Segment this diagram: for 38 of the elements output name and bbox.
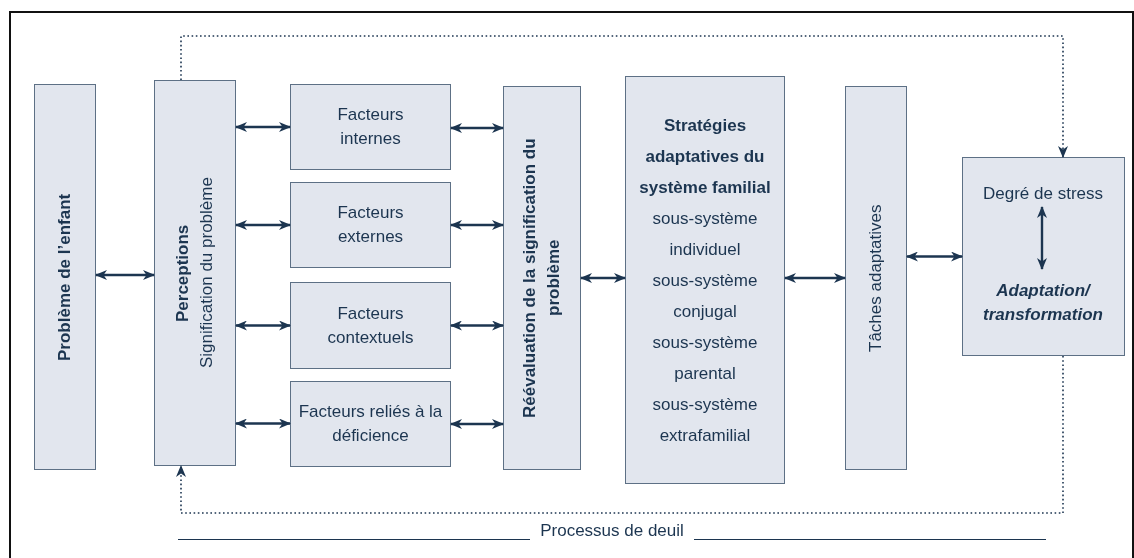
box-text: Problème de l’enfant xyxy=(54,193,75,361)
box-text: Réévaluation de la signification du problème xyxy=(519,137,564,420)
box-text: sous-système extrafamilial xyxy=(651,393,759,447)
double-arrow xyxy=(450,419,504,429)
box-text: Signification du problème xyxy=(196,177,217,369)
process-box xyxy=(845,86,907,470)
box-text: Adaptation/ transformation xyxy=(982,280,1104,326)
double-arrow xyxy=(784,273,846,283)
double-arrow xyxy=(450,123,504,133)
process-box xyxy=(625,76,785,484)
double-arrow xyxy=(1037,206,1047,270)
box-text: Facteurs internes xyxy=(336,104,405,150)
box-text: Facteurs reliés à la déficience xyxy=(297,401,444,447)
double-arrow xyxy=(235,418,291,429)
box-text: Facteurs contextuels xyxy=(326,302,415,349)
double-arrow xyxy=(450,220,504,230)
double-arrow xyxy=(906,251,963,262)
heading-text: Perceptions xyxy=(172,224,193,322)
double-arrow xyxy=(580,273,626,283)
dotted-arrow xyxy=(176,355,1064,514)
box-text: Facteurs externes xyxy=(336,202,405,248)
process-box xyxy=(503,86,581,470)
process-box xyxy=(290,282,451,369)
process-box xyxy=(962,157,1125,356)
bracket-label: Processus de deuil xyxy=(540,520,684,542)
process-box xyxy=(34,84,96,470)
double-arrow xyxy=(235,320,291,331)
process-box xyxy=(154,80,236,466)
process-box xyxy=(290,182,451,268)
process-box xyxy=(290,84,451,170)
dotted-arrow xyxy=(180,35,1068,158)
double-arrow xyxy=(235,122,291,132)
process-box xyxy=(290,381,451,467)
box-text: Tâches adaptatives xyxy=(865,204,886,352)
double-arrow xyxy=(235,220,291,230)
double-arrow xyxy=(450,320,504,331)
double-arrow xyxy=(95,270,155,280)
box-text: Degré de stress xyxy=(983,183,1103,205)
